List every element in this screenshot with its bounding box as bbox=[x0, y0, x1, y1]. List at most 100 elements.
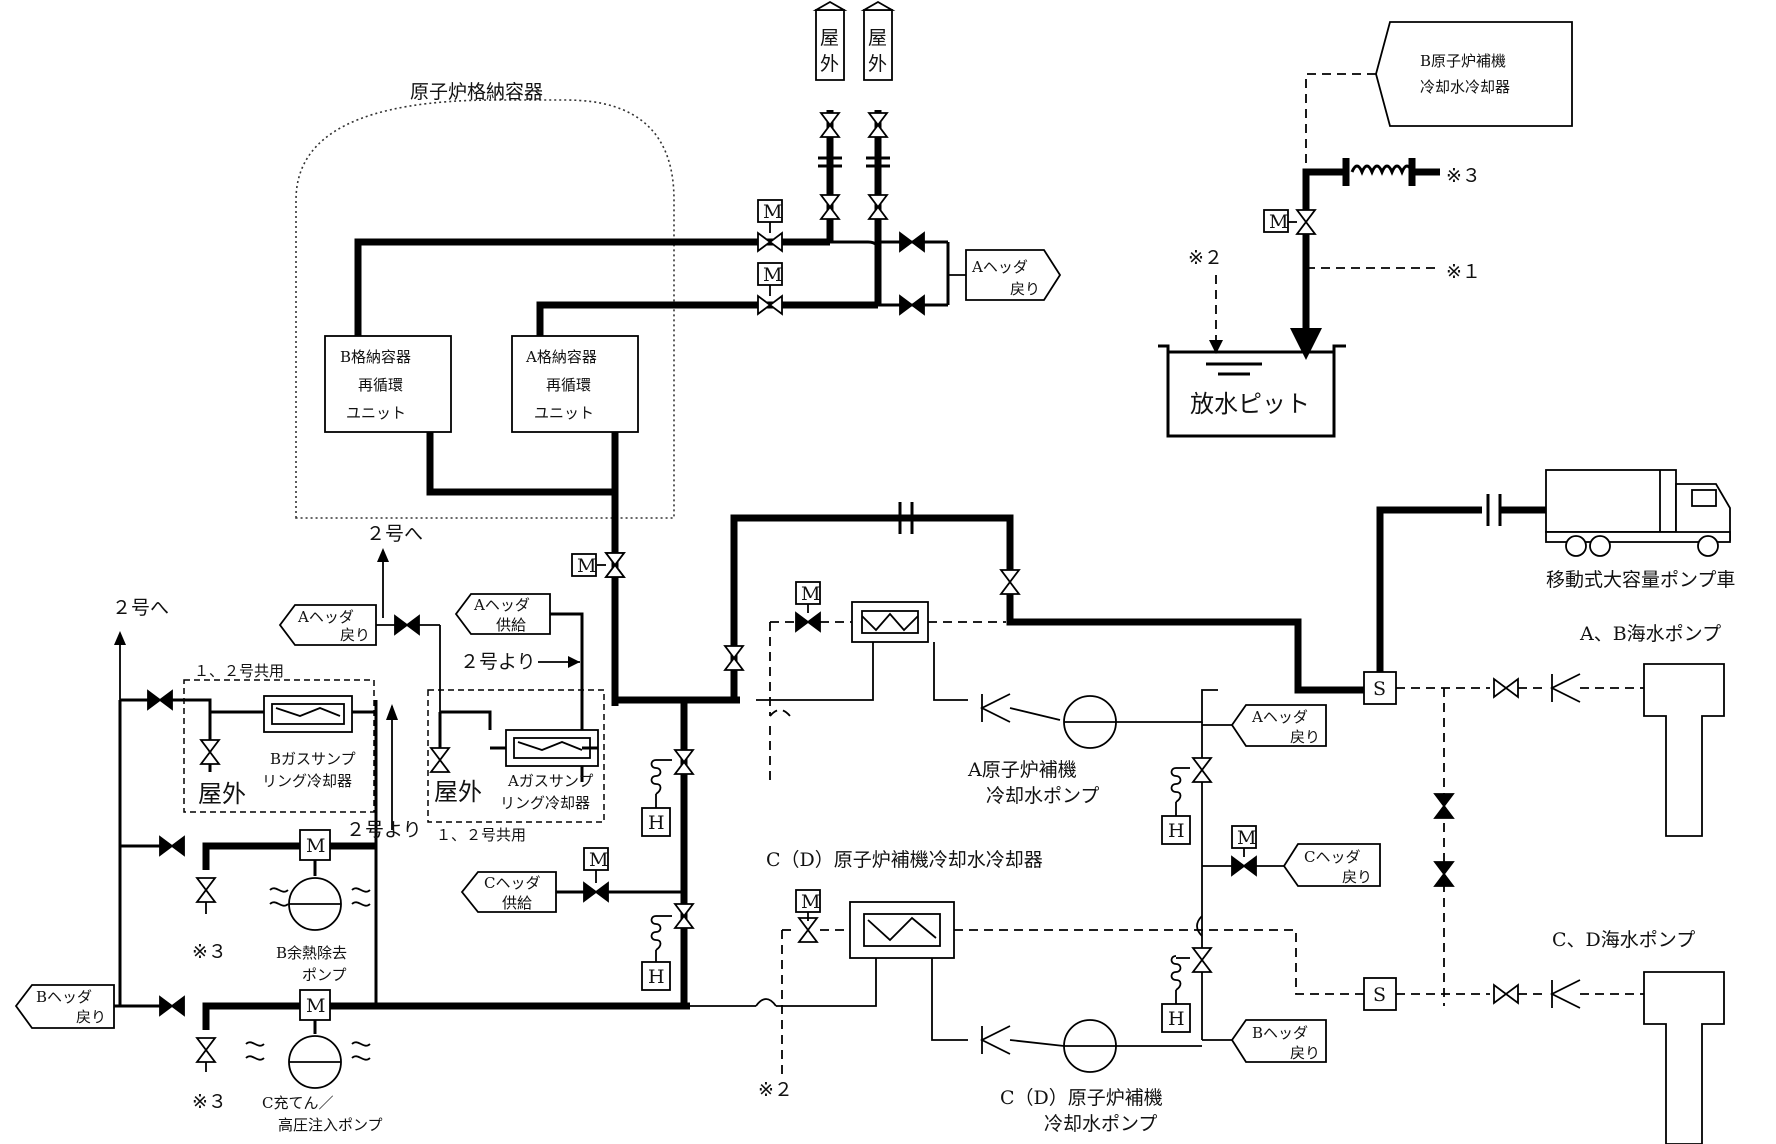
valve-b-gas-outdoor[interactable] bbox=[200, 739, 220, 765]
svg-text:戻り: 戻り bbox=[76, 1008, 106, 1026]
c-charging-pump[interactable] bbox=[245, 1035, 371, 1089]
a-header-supply-tag: Aヘッダ 供給 bbox=[454, 593, 551, 635]
valve-cd-seawater[interactable] bbox=[1493, 984, 1519, 1004]
vent-valve-2a[interactable] bbox=[868, 112, 888, 138]
valve-b-rhr[interactable] bbox=[159, 836, 185, 856]
valve-right-a[interactable] bbox=[1192, 757, 1212, 783]
from-unit2-left: ２号より bbox=[346, 819, 422, 841]
motor-valve-c-return[interactable]: M bbox=[1231, 825, 1257, 876]
svg-text:戻り: 戻り bbox=[1290, 1044, 1320, 1062]
note-3-top: ※３ bbox=[1446, 165, 1481, 187]
note-3-c: ※３ bbox=[192, 1091, 227, 1113]
valve-b-gas-supply[interactable] bbox=[147, 690, 173, 710]
motor-valve-main[interactable] bbox=[605, 552, 625, 578]
ab-seawater-label: A、B海水ポンプ bbox=[1579, 623, 1721, 645]
strainer-s-upper[interactable]: S bbox=[1363, 671, 1397, 705]
motor-valve-cv-supply[interactable]: M bbox=[571, 552, 625, 578]
svg-text:再循環: 再循環 bbox=[546, 376, 591, 394]
note-2-bottom: ※２ bbox=[758, 1079, 793, 1101]
svg-text:M: M bbox=[763, 201, 782, 223]
svg-text:ユニット: ユニット bbox=[534, 404, 594, 422]
check-cd-seawater[interactable] bbox=[1551, 979, 1581, 1009]
to-unit2-top: ２号へ bbox=[366, 523, 423, 618]
containment-title: 原子炉格納容器 bbox=[410, 81, 543, 103]
svg-text:戻り: 戻り bbox=[1290, 728, 1320, 746]
valve-main-c[interactable] bbox=[674, 903, 694, 929]
valve-a-return-1[interactable] bbox=[899, 232, 925, 252]
shared-box-a: １、２号共用 bbox=[427, 689, 605, 844]
b-gas-sampling-cooler[interactable] bbox=[263, 695, 353, 733]
motor-valve-a-cv[interactable]: M bbox=[757, 262, 783, 315]
valve-c-charging[interactable] bbox=[159, 996, 185, 1016]
valve-ab-seawater[interactable] bbox=[1493, 678, 1519, 698]
motor-valve-b-cv[interactable]: M bbox=[757, 199, 783, 252]
b-rhr-pump-label-1: B余熱除去 bbox=[276, 944, 347, 962]
motor-valve-c-supply[interactable]: M bbox=[583, 847, 609, 902]
a-ccw-pump[interactable] bbox=[1063, 695, 1117, 749]
a-header-return-tag-mid: Aヘッダ 戻り bbox=[278, 604, 377, 646]
strainer-s-lower[interactable]: S bbox=[1363, 977, 1397, 1011]
b-header-return-tag: Bヘッダ 戻り bbox=[14, 984, 115, 1029]
note-2-top: ※２ bbox=[1188, 247, 1223, 269]
valve-a-return-2[interactable] bbox=[899, 295, 925, 315]
valve-cross-1[interactable] bbox=[1434, 793, 1454, 819]
b-rhr-pump[interactable] bbox=[269, 877, 371, 931]
svg-text:１、２号共用: １、２号共用 bbox=[194, 662, 284, 680]
svg-text:H: H bbox=[1168, 820, 1185, 842]
outdoor-label-a: 屋外 bbox=[434, 778, 482, 806]
motor-valve-a-cooler[interactable]: M bbox=[795, 581, 821, 632]
valve-right-c[interactable] bbox=[1192, 947, 1212, 973]
svg-text:屋: 屋 bbox=[868, 27, 887, 49]
svg-text:S: S bbox=[1373, 984, 1386, 1006]
svg-text:Aヘッダ: Aヘッダ bbox=[971, 258, 1028, 276]
a-gas-sampling-label-1: Aガスサンプ bbox=[507, 772, 593, 790]
to-unit2-left: ２号へ bbox=[112, 597, 169, 700]
svg-text:Aヘッダ: Aヘッダ bbox=[297, 608, 354, 626]
valve-seawater-bypass[interactable] bbox=[1000, 569, 1020, 595]
svg-text:冷却水冷却器: 冷却水冷却器 bbox=[1420, 78, 1510, 96]
valve-a-return-mid[interactable] bbox=[394, 615, 420, 635]
motor-c-charging[interactable]: M bbox=[299, 989, 331, 1021]
cd-ccw-cooler[interactable] bbox=[849, 901, 955, 959]
svg-text:S: S bbox=[1373, 678, 1386, 700]
svg-text:Aヘッダ: Aヘッダ bbox=[473, 596, 530, 614]
vent-valve-2b[interactable] bbox=[868, 194, 888, 220]
valve-cross-2[interactable] bbox=[1434, 861, 1454, 887]
pump-truck-label: 移動式大容量ポンプ車 bbox=[1546, 569, 1735, 591]
svg-text:放水ピット: 放水ピット bbox=[1190, 390, 1310, 418]
valve-a-gas-outdoor[interactable] bbox=[430, 747, 450, 773]
svg-text:１、２号共用: １、２号共用 bbox=[436, 826, 526, 844]
note-1: ※１ bbox=[1446, 261, 1481, 283]
motor-valve-cd-cooler[interactable]: M bbox=[795, 889, 821, 943]
flange-top-center bbox=[898, 502, 914, 534]
vent-valve-1b[interactable] bbox=[820, 194, 840, 220]
cd-ccw-pump[interactable] bbox=[1063, 1019, 1117, 1073]
vent-flange-1 bbox=[818, 156, 842, 168]
svg-text:供給: 供給 bbox=[502, 894, 532, 912]
svg-text:ユニット: ユニット bbox=[346, 404, 406, 422]
check-ab-seawater[interactable] bbox=[1551, 673, 1581, 703]
containment-boundary bbox=[295, 99, 675, 519]
outdoor-vent-2: 屋 外 bbox=[860, 0, 896, 81]
cd-ccw-pump-label-2: 冷却水ポンプ bbox=[1044, 1113, 1157, 1135]
svg-text:Aヘッダ: Aヘッダ bbox=[1251, 708, 1308, 726]
c-header-supply-tag: Cヘッダ 供給 bbox=[460, 871, 557, 913]
valve-main-a[interactable] bbox=[674, 749, 694, 775]
svg-text:Bヘッダ: Bヘッダ bbox=[1252, 1024, 1308, 1042]
h-actuator-3: H bbox=[1161, 767, 1191, 845]
svg-text:M: M bbox=[1269, 211, 1288, 233]
motor-valve-discharge[interactable]: M bbox=[1263, 209, 1316, 235]
a-ccw-cooler[interactable] bbox=[851, 601, 929, 643]
c-charging-pump-label-1: C充てん／ bbox=[262, 1094, 333, 1112]
svg-text:外: 外 bbox=[868, 53, 887, 75]
valve-b-rhr-drain[interactable] bbox=[196, 877, 216, 903]
valve-c-charging-drain[interactable] bbox=[196, 1037, 216, 1063]
svg-text:Cヘッダ: Cヘッダ bbox=[484, 874, 540, 892]
cd-ccw-check-valve[interactable] bbox=[981, 1025, 1011, 1055]
a-ccw-check-valve[interactable] bbox=[981, 693, 1011, 723]
cd-seawater-label: C、D海水ポンプ bbox=[1552, 929, 1695, 951]
vent-valve-1a[interactable] bbox=[820, 112, 840, 138]
valve-cv-bypass[interactable] bbox=[724, 645, 744, 671]
svg-text:B格納容器: B格納容器 bbox=[340, 348, 411, 366]
motor-b-rhr[interactable]: M bbox=[299, 829, 331, 861]
